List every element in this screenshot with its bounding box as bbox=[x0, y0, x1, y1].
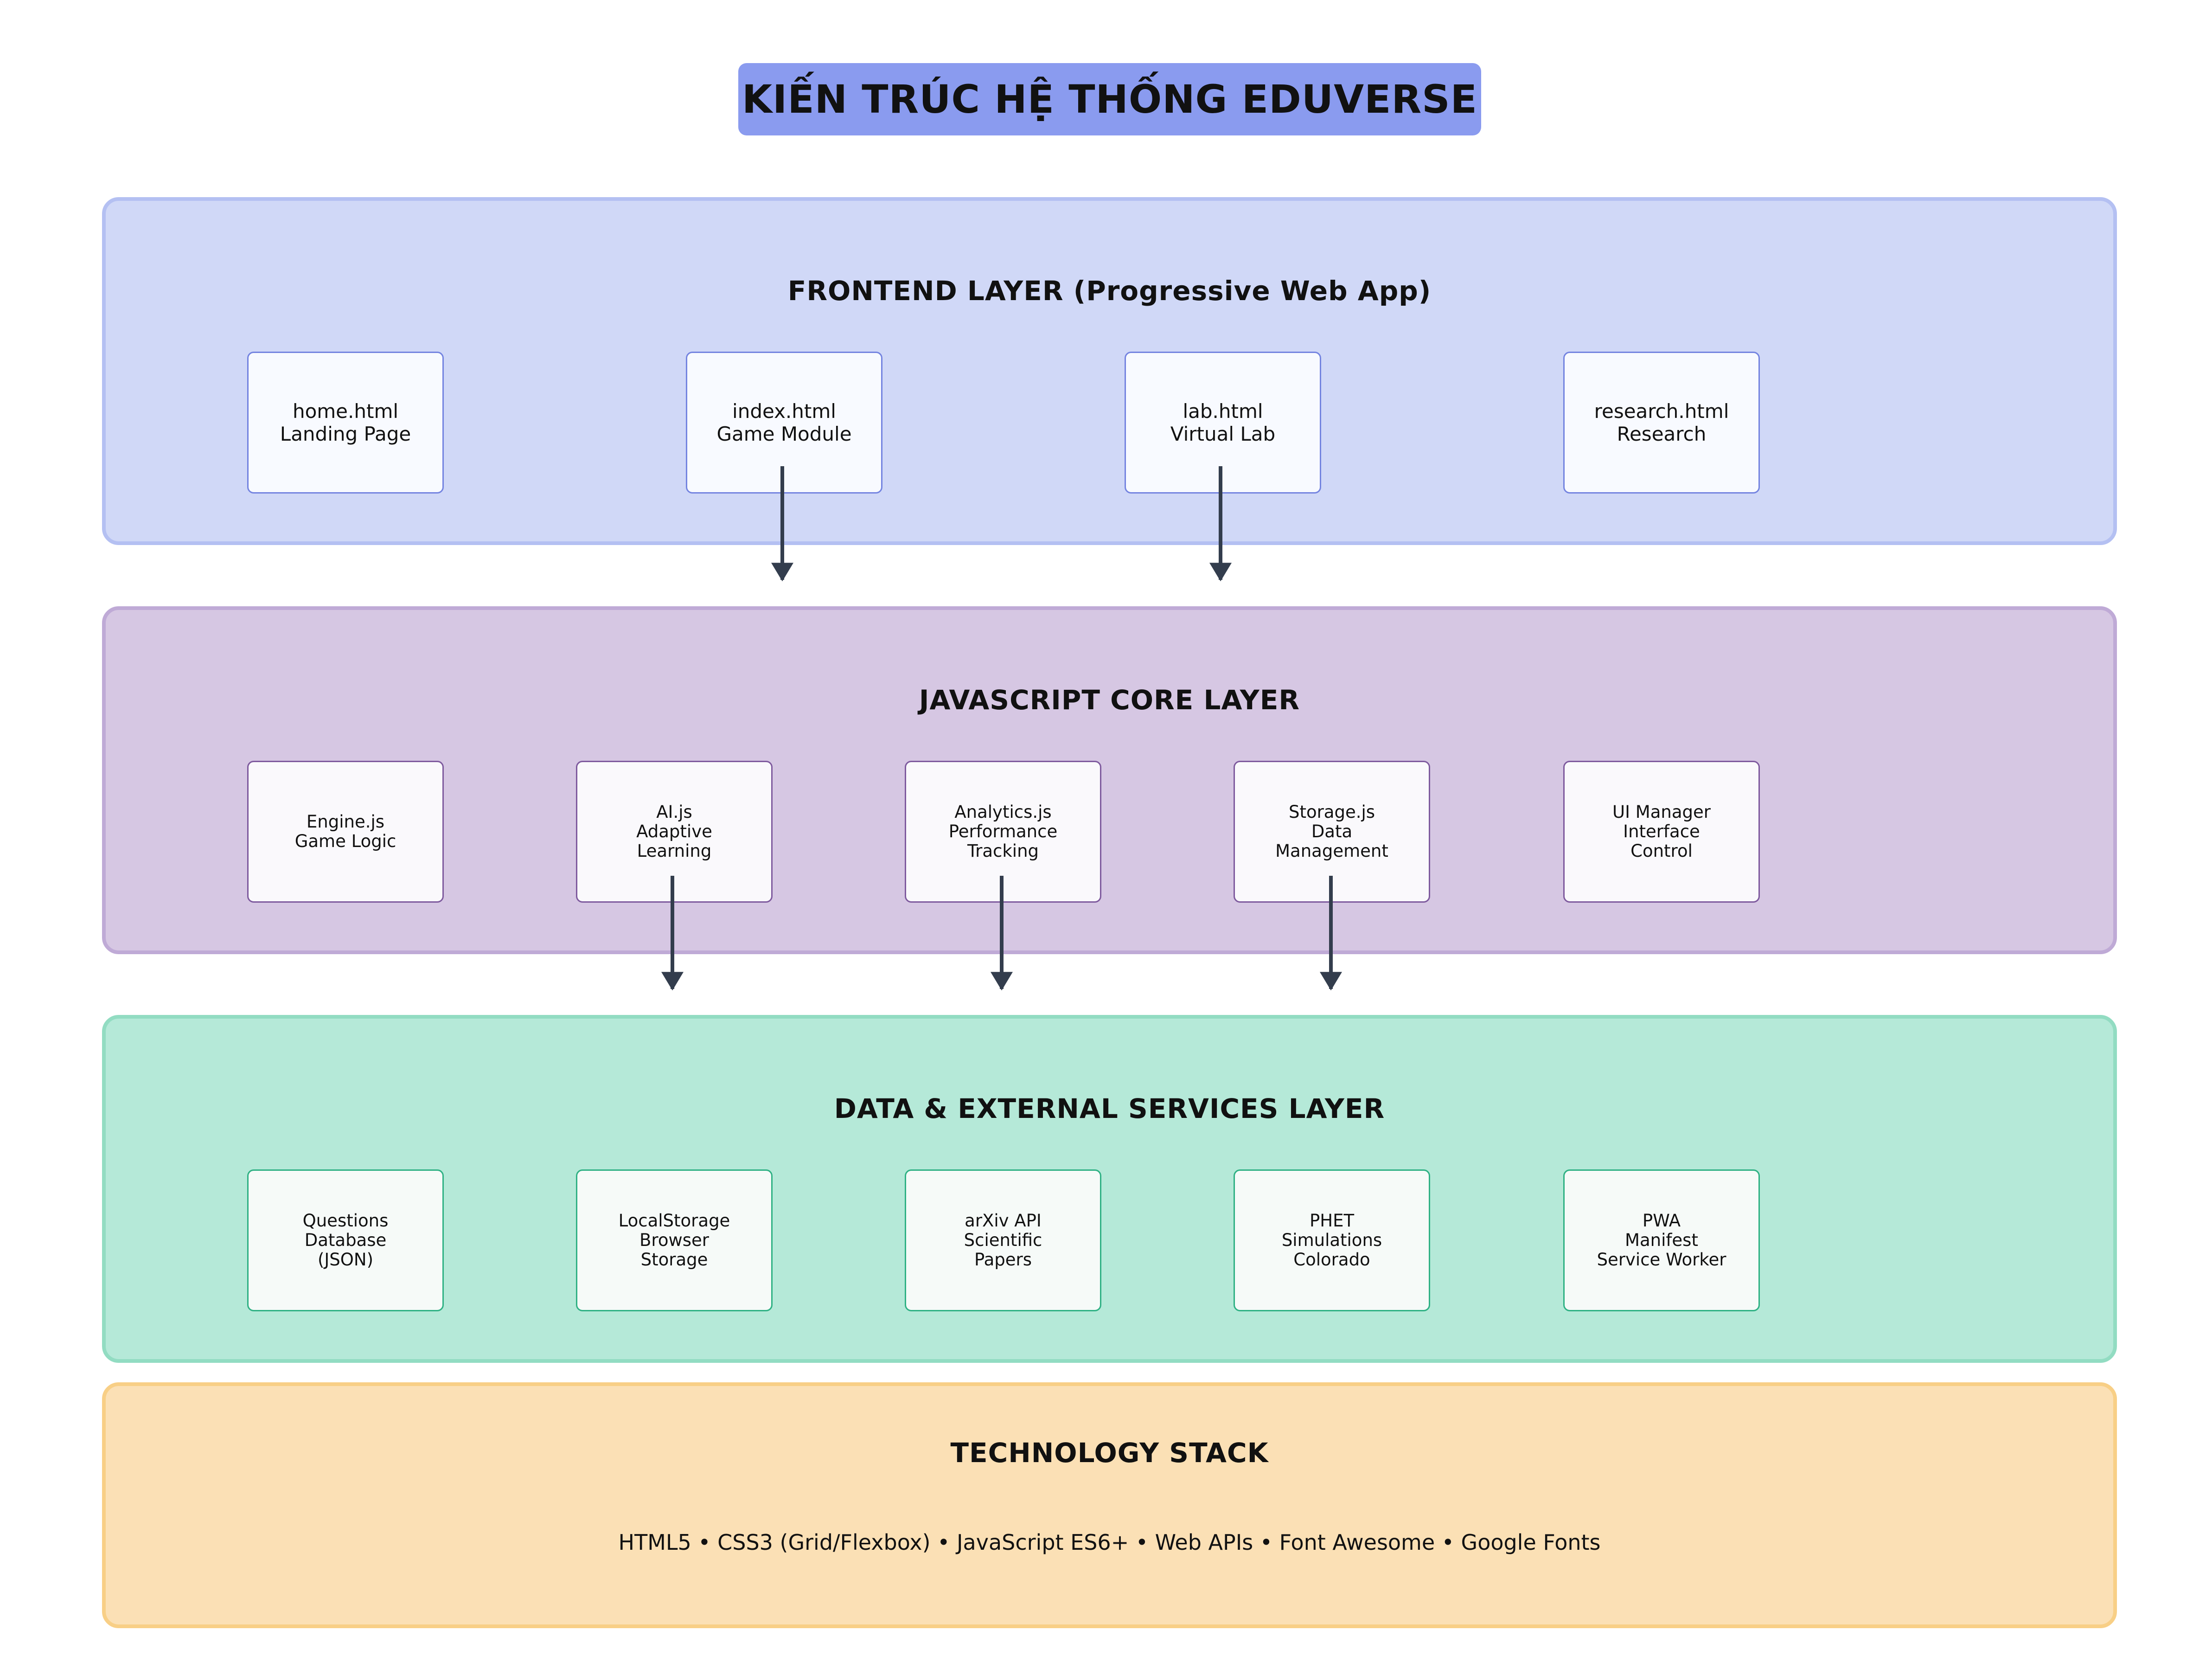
diagram-title: KIẾN TRÚC HỆ THỐNG EDUVERSE bbox=[738, 63, 1481, 135]
card-line: Tracking bbox=[967, 841, 1039, 861]
js-card-analytics: Analytics.js Performance Tracking bbox=[905, 761, 1101, 903]
card-line: Simulations bbox=[1281, 1230, 1382, 1250]
card-line: Service Worker bbox=[1597, 1250, 1726, 1270]
data-card-localstorage: LocalStorage Browser Storage bbox=[576, 1169, 773, 1311]
card-line: Database bbox=[304, 1230, 387, 1250]
card-line: PWA bbox=[1642, 1211, 1681, 1231]
card-line: Engine.js bbox=[306, 812, 385, 832]
card-line: Interface bbox=[1623, 822, 1700, 841]
frontend-card-index: index.html Game Module bbox=[686, 352, 882, 494]
frontend-card-research: research.html Research bbox=[1563, 352, 1760, 494]
js-core-layer: JAVASCRIPT CORE LAYER Engine.js Game Log… bbox=[102, 606, 2117, 954]
card-line: Storage bbox=[640, 1250, 708, 1270]
js-core-layer-title: JAVASCRIPT CORE LAYER bbox=[919, 684, 1300, 716]
card-line: UI Manager bbox=[1612, 802, 1711, 822]
card-line: Colorado bbox=[1293, 1250, 1370, 1270]
card-line: Research bbox=[1617, 423, 1707, 445]
frontend-card-home: home.html Landing Page bbox=[247, 352, 444, 494]
data-services-layer-title: DATA & EXTERNAL SERVICES LAYER bbox=[834, 1093, 1385, 1124]
card-line: Control bbox=[1630, 841, 1693, 861]
js-card-ai: AI.js Adaptive Learning bbox=[576, 761, 773, 903]
data-card-pwa: PWA Manifest Service Worker bbox=[1563, 1169, 1760, 1311]
card-line: Data bbox=[1311, 822, 1353, 841]
data-card-questions: Questions Database (JSON) bbox=[247, 1169, 444, 1311]
technology-stack-list: HTML5 • CSS3 (Grid/Flexbox) • JavaScript… bbox=[618, 1530, 1601, 1555]
card-line: Questions bbox=[302, 1211, 389, 1231]
card-line: Landing Page bbox=[280, 423, 411, 445]
frontend-card-lab: lab.html Virtual Lab bbox=[1125, 352, 1321, 494]
card-line: AI.js bbox=[656, 802, 692, 822]
card-line: Game Module bbox=[716, 423, 852, 445]
card-line: LocalStorage bbox=[618, 1211, 730, 1231]
frontend-layer: FRONTEND LAYER (Progressive Web App) hom… bbox=[102, 197, 2117, 545]
card-line: Management bbox=[1275, 841, 1388, 861]
card-line: lab.html bbox=[1183, 400, 1263, 423]
js-card-ui-manager: UI Manager Interface Control bbox=[1563, 761, 1760, 903]
card-line: Storage.js bbox=[1288, 802, 1375, 822]
card-line: Performance bbox=[948, 822, 1058, 841]
data-card-arxiv: arXiv API Scientific Papers bbox=[905, 1169, 1101, 1311]
card-line: Scientific bbox=[964, 1230, 1042, 1250]
card-line: Papers bbox=[974, 1250, 1032, 1270]
data-card-phet: PHET Simulations Colorado bbox=[1234, 1169, 1430, 1311]
card-line: PHET bbox=[1309, 1211, 1355, 1231]
card-line: (JSON) bbox=[317, 1250, 374, 1270]
card-line: research.html bbox=[1594, 400, 1729, 423]
card-line: home.html bbox=[292, 400, 399, 423]
card-line: Browser bbox=[639, 1230, 709, 1250]
card-line: arXiv API bbox=[965, 1211, 1042, 1231]
card-line: Manifest bbox=[1625, 1230, 1698, 1250]
card-line: index.html bbox=[732, 400, 836, 423]
technology-stack-layer: TECHNOLOGY STACK HTML5 • CSS3 (Grid/Flex… bbox=[102, 1382, 2117, 1628]
js-card-engine: Engine.js Game Logic bbox=[247, 761, 444, 903]
js-card-storage: Storage.js Data Management bbox=[1234, 761, 1430, 903]
card-line: Analytics.js bbox=[954, 802, 1052, 822]
card-line: Virtual Lab bbox=[1170, 423, 1276, 445]
technology-stack-title: TECHNOLOGY STACK bbox=[950, 1437, 1269, 1469]
card-line: Learning bbox=[637, 841, 712, 861]
card-line: Game Logic bbox=[294, 831, 396, 851]
frontend-layer-title: FRONTEND LAYER (Progressive Web App) bbox=[787, 275, 1432, 307]
data-services-layer: DATA & EXTERNAL SERVICES LAYER Questions… bbox=[102, 1015, 2117, 1363]
card-line: Adaptive bbox=[636, 822, 712, 841]
